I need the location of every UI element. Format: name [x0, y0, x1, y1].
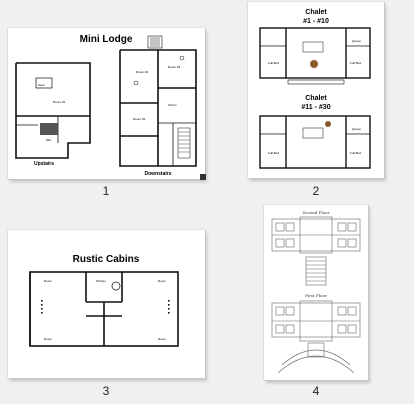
chalet-title-bottom: Chalet — [305, 95, 327, 102]
svg-text:Kitchen: Kitchen — [96, 279, 106, 283]
svg-text:Room #4: Room #4 — [133, 117, 146, 121]
page-thumbnail-1[interactable]: Mini Lodge Room Room #1 Bath Upstairs — [8, 28, 206, 180]
page-title: Rustic Cabins — [73, 254, 140, 265]
page-thumbnail-3[interactable]: Rustic Cabins Room Room Room Room Kitche… — [8, 230, 205, 378]
svg-text:Full Bed: Full Bed — [268, 61, 279, 65]
page-title: Mini Lodge — [80, 34, 133, 45]
page-number-2: 2 — [312, 184, 320, 198]
chalet-floor-plans: Chalet #1 - #10 Full Bed Queen Full Bed … — [259, 9, 371, 169]
chalet-range-top: #1 - #10 — [303, 18, 329, 25]
svg-text:Room: Room — [44, 337, 53, 341]
upstairs-label: Upstairs — [34, 161, 54, 167]
svg-text:Kitchen: Kitchen — [168, 103, 177, 107]
downstairs-label: Downstairs — [145, 171, 172, 177]
page-number-4: 4 — [312, 384, 320, 398]
svg-text:Room #3: Room #3 — [168, 65, 181, 69]
svg-text:Room #2: Room #2 — [136, 70, 149, 74]
svg-text:Bath: Bath — [46, 138, 52, 142]
svg-text:Room: Room — [44, 279, 53, 283]
svg-text:Room: Room — [38, 83, 45, 87]
svg-text:Room: Room — [158, 279, 167, 283]
resize-grip-icon[interactable] — [200, 174, 206, 180]
chalet-range-bottom: #11 - #30 — [301, 104, 330, 111]
lodge-floor-plans: Second Floor First Floor — [271, 210, 361, 374]
svg-text:Queen: Queen — [352, 39, 361, 43]
svg-text:Full Bed: Full Bed — [268, 151, 279, 155]
page-number-3: 3 — [102, 384, 110, 398]
svg-text:Full Bed: Full Bed — [350, 61, 361, 65]
svg-text:Queen: Queen — [352, 127, 361, 131]
first-floor-label: First Floor — [305, 293, 327, 298]
mini-lodge-floor-plan: Mini Lodge Room Room #1 Bath Upstairs — [15, 34, 197, 177]
chalet-title-top: Chalet — [305, 9, 327, 16]
page-thumbnail-4[interactable]: Second Floor First Floor — [264, 205, 368, 380]
svg-text:Room: Room — [158, 337, 167, 341]
page-number-1: 1 — [102, 184, 110, 198]
rustic-cabins-floor-plan: Rustic Cabins Room Room Room Room Kitche… — [29, 254, 179, 347]
page-thumbnail-2[interactable]: Chalet #1 - #10 Full Bed Queen Full Bed … — [248, 2, 384, 178]
svg-text:Full Bed: Full Bed — [350, 151, 361, 155]
svg-text:Room #1: Room #1 — [53, 100, 66, 104]
second-floor-label: Second Floor — [303, 210, 330, 215]
